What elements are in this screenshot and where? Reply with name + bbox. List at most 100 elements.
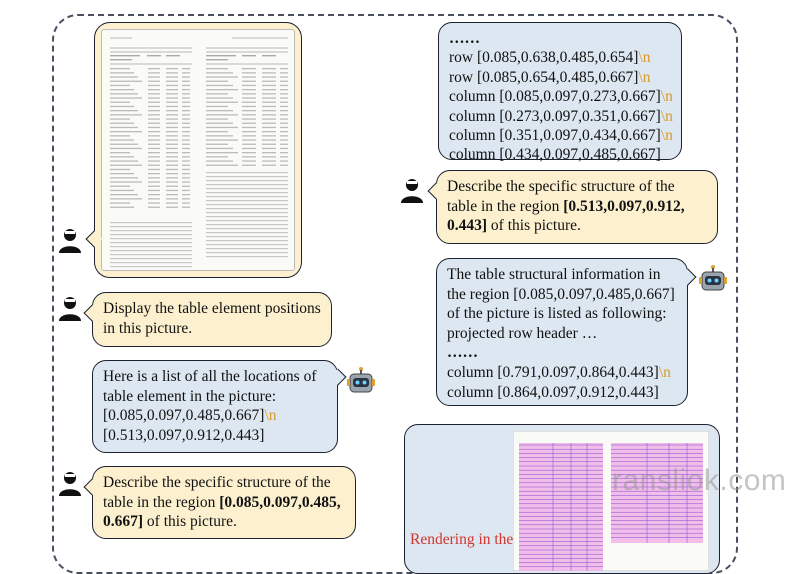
- page-line: [148, 194, 160, 196]
- page-line: [110, 173, 134, 175]
- page-line: [110, 194, 138, 196]
- page-line: [166, 152, 178, 154]
- page-line: [280, 105, 288, 108]
- paper-page-graphic: [110, 37, 288, 268]
- page-line: [166, 185, 178, 187]
- page-line: [206, 240, 288, 242]
- page-line: [262, 93, 276, 95]
- page-line: [206, 160, 233, 162]
- page-line: [206, 101, 238, 103]
- page-line: [262, 139, 276, 141]
- paper-image: [101, 29, 295, 271]
- page-line: [148, 202, 160, 204]
- page-line: [166, 156, 178, 158]
- user-icon: [59, 472, 81, 496]
- page-line: [242, 72, 256, 74]
- page-line: [262, 84, 276, 87]
- bubble-text: table in the region: [103, 493, 220, 511]
- page-line: [262, 105, 276, 108]
- region-coords: [0.513,0.097,0.912,: [563, 197, 685, 215]
- page-line: [206, 216, 288, 218]
- page-line: [148, 126, 160, 129]
- page-line: [148, 173, 160, 175]
- page-line: [148, 168, 160, 171]
- page-line: [182, 68, 190, 70]
- page-line: [110, 181, 142, 183]
- page-line: [110, 160, 138, 162]
- page-line: [242, 105, 256, 108]
- page-line: [242, 143, 256, 145]
- watermark: ransliok.com: [612, 464, 787, 497]
- page-line: [206, 89, 238, 91]
- page-line: [166, 118, 178, 120]
- page-line: [182, 147, 190, 150]
- page-line: [206, 68, 228, 70]
- page-line: [242, 156, 256, 158]
- page-line: [206, 232, 288, 234]
- page-line: [182, 118, 190, 120]
- page-line: [110, 177, 138, 179]
- page-line: [206, 228, 288, 230]
- page-line: [110, 76, 138, 78]
- page-line: [148, 156, 160, 158]
- page-line: [206, 110, 233, 112]
- bubble-text: column [0.085,0.097,0.273,0.667]: [449, 88, 661, 106]
- region-coords: [0.085,0.097,0.485,: [219, 493, 341, 511]
- page-line: [166, 202, 178, 204]
- page-line: [206, 220, 288, 222]
- page-line: [166, 168, 178, 171]
- page-line: [280, 139, 288, 141]
- page-line: [242, 160, 256, 162]
- page-line: [280, 80, 288, 82]
- page-line: [110, 118, 130, 120]
- page-line: [280, 143, 288, 145]
- page-line: [182, 143, 190, 145]
- page-line: [206, 105, 228, 108]
- page-line: [262, 160, 276, 162]
- page-line: [110, 250, 192, 252]
- page-line: [110, 254, 192, 256]
- page-line: [280, 126, 288, 129]
- page-line: [206, 114, 238, 116]
- page-line: [242, 139, 256, 141]
- page-line: [206, 244, 288, 246]
- page-line: [262, 122, 276, 124]
- assistant-structure-bubble: …… row [0.085,0.638,0.485,0.654]\n row […: [438, 22, 682, 163]
- bubble-text: The table structural information in: [447, 266, 661, 283]
- page-line: [110, 168, 130, 171]
- page-line: [110, 185, 130, 187]
- page-line: [110, 72, 134, 74]
- page-line: [110, 266, 192, 268]
- page-line: [262, 68, 276, 70]
- page-line: [110, 198, 142, 200]
- page-line: [262, 72, 276, 74]
- bubble-text: column [0.864,0.097,0.912,0.443]: [447, 383, 659, 401]
- page-line: [182, 105, 190, 108]
- page-line: [242, 89, 256, 91]
- page-line: [166, 122, 178, 124]
- page-line: [280, 68, 288, 70]
- bubble-text: ……: [447, 344, 478, 362]
- page-line: [182, 76, 190, 78]
- page-line: [182, 189, 190, 192]
- page-line: [148, 139, 160, 141]
- page-line: [110, 222, 192, 224]
- user-icon: [59, 297, 81, 321]
- page-line: [242, 93, 256, 95]
- page-line: [262, 135, 276, 137]
- paper-image-bubble: [85, 22, 302, 278]
- page-line: [182, 97, 190, 99]
- page-line: [148, 181, 160, 183]
- page-line: [182, 173, 190, 175]
- page-line: [206, 164, 238, 166]
- page-line: [148, 114, 160, 116]
- page-line: [166, 76, 178, 78]
- bubble-text: Describe the specific structure of the: [103, 474, 331, 491]
- page-line: [206, 184, 288, 186]
- page-line: [206, 236, 288, 238]
- page-line: [242, 97, 256, 99]
- page-line: [110, 80, 142, 82]
- page-line: [166, 105, 178, 108]
- page-line: [110, 114, 142, 116]
- page-line: [262, 80, 276, 82]
